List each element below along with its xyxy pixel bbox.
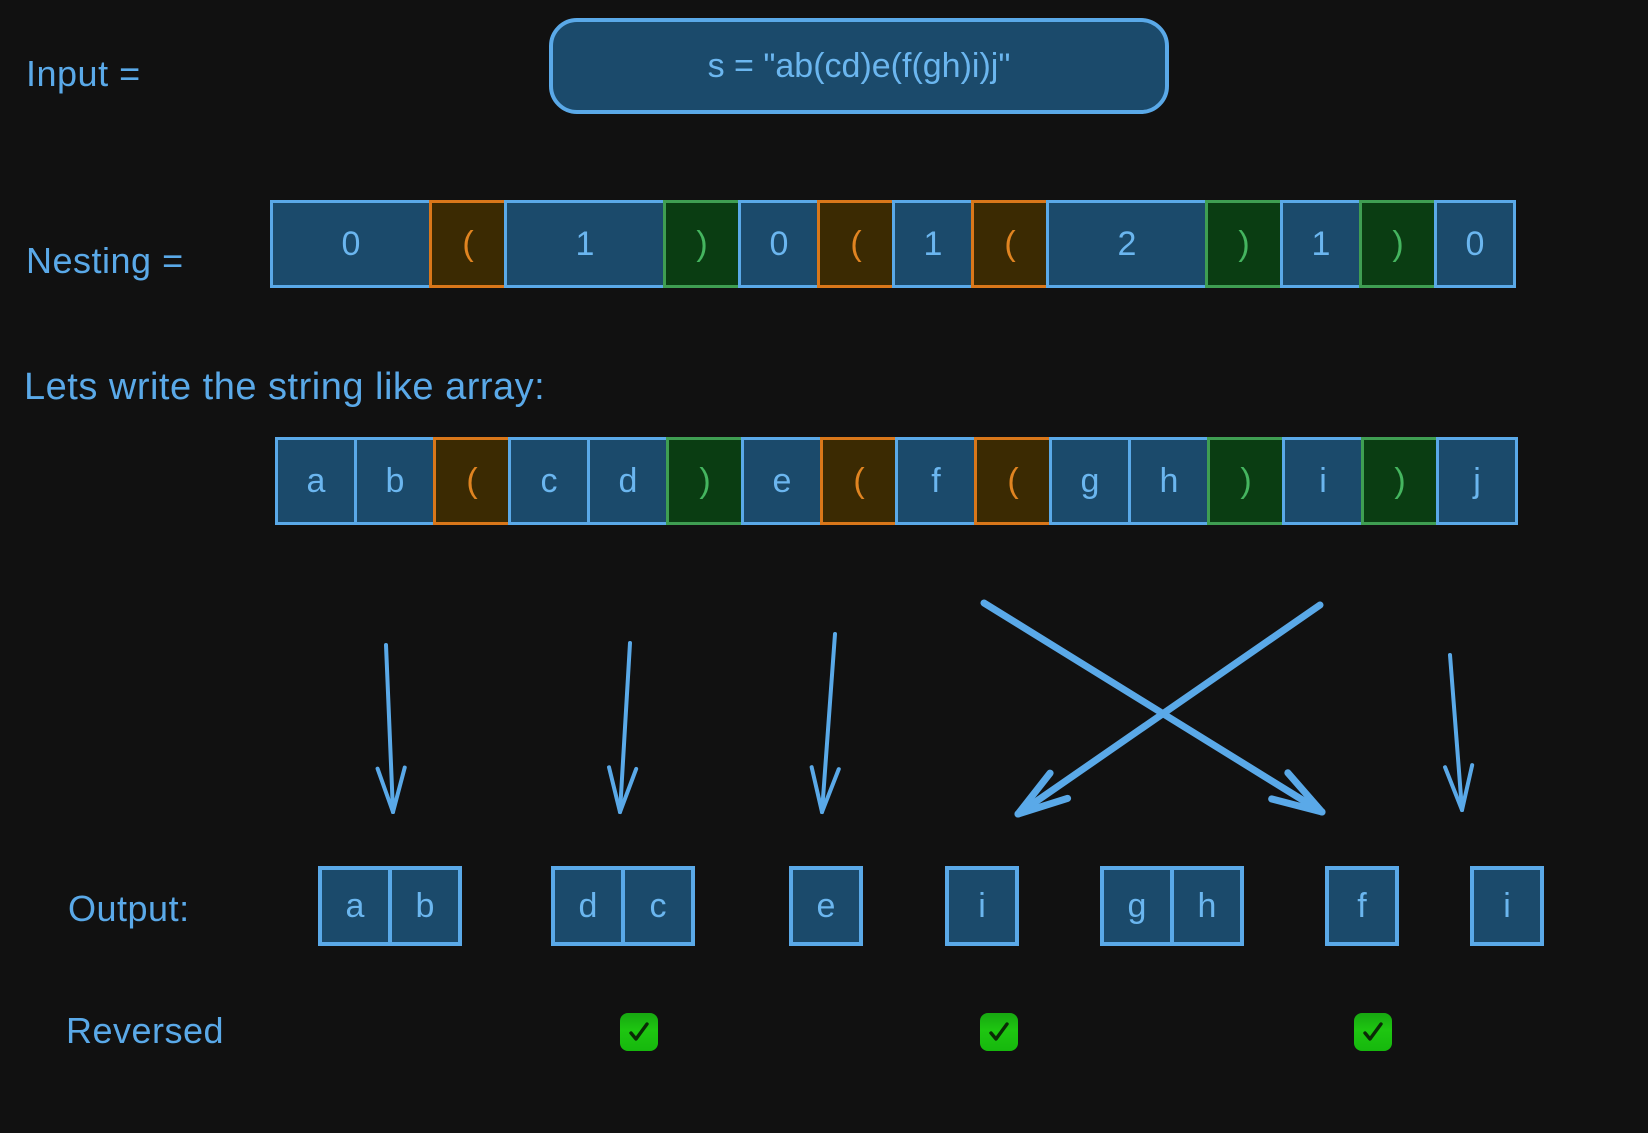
array-cell: g (1049, 437, 1131, 525)
nesting-cell: ( (971, 200, 1049, 288)
nesting-cell: 0 (1434, 200, 1516, 288)
array-note-label: Lets write the string like array: (24, 366, 546, 408)
array-cell: ) (1361, 437, 1439, 525)
array-cell: h (1128, 437, 1210, 525)
output-group: e (789, 866, 863, 946)
nesting-cell: ) (663, 200, 741, 288)
arrow-ab-icon (375, 643, 407, 814)
array-cell: b (354, 437, 436, 525)
array-cell: c (508, 437, 590, 525)
nesting-cell: ) (1205, 200, 1283, 288)
output-cell: g (1100, 866, 1174, 946)
array-cell: d (587, 437, 669, 525)
array-cell: ( (974, 437, 1052, 525)
output-cell: d (551, 866, 625, 946)
nesting-cell: ) (1359, 200, 1437, 288)
output-cell: b (388, 866, 462, 946)
input-label: Input = (26, 53, 141, 94)
nesting-cell: ( (817, 200, 895, 288)
array-cell: j (1436, 437, 1518, 525)
nesting-strip: 0(1)0(1(2)1)0 (270, 200, 1516, 288)
output-label: Output: (68, 888, 190, 929)
arrow-j-icon (1443, 653, 1475, 812)
nesting-cell: 2 (1046, 200, 1208, 288)
output-cell: e (789, 866, 863, 946)
input-string-value: s = "ab(cd)e(f(gh)i)j" (707, 46, 1011, 85)
array-cell: ( (820, 437, 898, 525)
array-cell: i (1282, 437, 1364, 525)
array-cell: ) (666, 437, 744, 525)
output-group: f (1325, 866, 1399, 946)
nesting-cell: 0 (738, 200, 820, 288)
check-mark-icon (620, 1013, 658, 1051)
reversed-label: Reversed (66, 1010, 225, 1051)
nesting-cell: 0 (270, 200, 432, 288)
nesting-cell: 1 (892, 200, 974, 288)
output-cell: h (1170, 866, 1244, 946)
output-cell: a (318, 866, 392, 946)
array-cell: ) (1207, 437, 1285, 525)
nesting-cell: 1 (1280, 200, 1362, 288)
output-group: i (945, 866, 1019, 946)
nesting-cell: 1 (504, 200, 666, 288)
arrow-gh-cross-icon (980, 599, 1326, 816)
output-cell: f (1325, 866, 1399, 946)
arrow-i-cross-icon (1014, 601, 1324, 818)
output-cell: i (1470, 866, 1544, 946)
nesting-cell: ( (429, 200, 507, 288)
check-mark-icon (980, 1013, 1018, 1051)
array-cell: f (895, 437, 977, 525)
input-string-box: s = "ab(cd)e(f(gh)i)j" (549, 18, 1169, 114)
output-group: i (1470, 866, 1544, 946)
arrow-cd-icon (607, 641, 639, 814)
array-cell: a (275, 437, 357, 525)
output-cell: c (621, 866, 695, 946)
check-mark-icon (1354, 1013, 1392, 1051)
arrow-e-icon (809, 632, 841, 814)
array-cell: e (741, 437, 823, 525)
output-cell: i (945, 866, 1019, 946)
array-cell: ( (433, 437, 511, 525)
nesting-label: Nesting = (26, 240, 184, 281)
